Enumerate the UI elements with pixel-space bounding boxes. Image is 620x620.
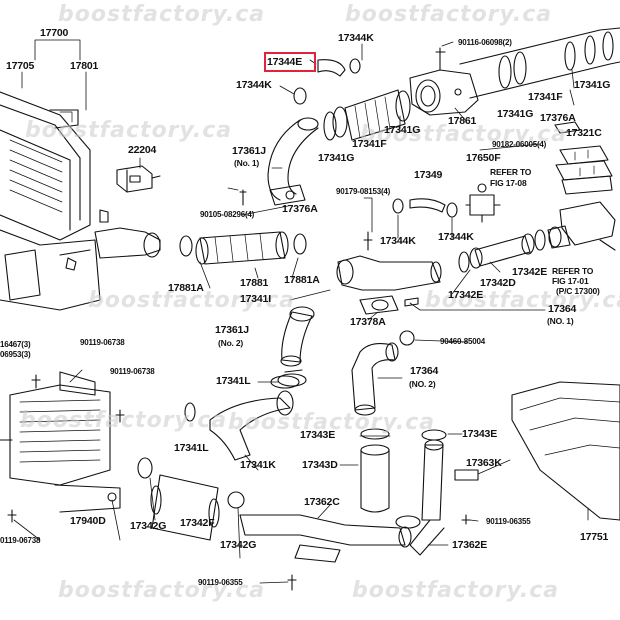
part-label-90119: 90119-06355 (198, 578, 243, 587)
part-label-17321C: 17321C (566, 127, 602, 139)
leader-lines (13, 39, 589, 584)
watermark: boostfactory.ca (25, 118, 233, 143)
throttle-pipe-drawing (336, 231, 442, 315)
part-label-17344K: 17344K (236, 79, 272, 91)
lower-intercooler-drawing (0, 371, 125, 523)
part-label-17341L: 17341L (174, 442, 209, 454)
part-label-17341G: 17341G (574, 79, 611, 91)
part-label-17881: 17881 (240, 277, 269, 289)
air-flow-meter-drawing (116, 165, 161, 193)
part-label-17343D: 17343D (302, 459, 338, 471)
part-label-note: (NO. 2) (409, 379, 436, 389)
part-label-17349: 17349 (414, 169, 443, 181)
part-label-17751: 17751 (580, 531, 609, 543)
tube-17342F-drawing (137, 457, 245, 541)
part-label-17342D: 17342D (480, 277, 516, 289)
reference-note: FIG 17-01 (552, 276, 589, 286)
part-label-17342F: 17342F (180, 517, 215, 529)
part-label-17940D: 17940D (70, 515, 106, 527)
part-label-17700: 17700 (40, 27, 69, 39)
part-label-16467: 16467(3) (0, 340, 31, 349)
watermark: boostfactory.ca (425, 288, 620, 313)
part-label-90119: 90119-06355 (486, 517, 531, 526)
reference-note: REFER TO (490, 167, 532, 177)
part-label-17364: 17364 (410, 365, 439, 377)
part-label-17361J: 17361J (215, 324, 249, 336)
reference-note: (P/C 17300) (556, 286, 600, 296)
part-label-note: (No. 2) (218, 338, 244, 348)
part-label-17343E: 17343E (462, 428, 498, 440)
upper-intake-pipe-drawing (239, 27, 620, 206)
engine-cover-17751-drawing (511, 381, 620, 521)
reference-note: FIG 17-08 (490, 178, 527, 188)
part-label-90116: 90116-06098(2) (458, 38, 512, 47)
part-label-17341G: 17341G (384, 124, 421, 136)
watermark: boostfactory.ca (352, 578, 560, 603)
part-label-16953: 06953(3) (0, 350, 31, 359)
part-label-17342E: 17342E (448, 289, 484, 301)
part-label-90119: 0119-06738 (0, 536, 41, 545)
turbo-outlet-parts-drawing (392, 145, 616, 273)
part-label-17861: 17861 (448, 115, 477, 127)
intercooler-assembly-drawing (0, 91, 161, 311)
part-label-17344E: 17344E (267, 56, 303, 68)
part-label-17344K: 17344K (380, 235, 416, 247)
part-label-17344K: 17344K (438, 231, 474, 243)
watermark: boostfactory.ca (58, 578, 266, 603)
part-label-17361J: 17361J (232, 145, 266, 157)
part-label-note: (No. 1) (234, 158, 260, 168)
watermark: boostfactory.ca (58, 2, 266, 27)
part-label-17341I: 17341I (240, 293, 271, 305)
intake-connector-hose-drawing (179, 231, 307, 265)
part-label-90105: 90105-08296(4) (200, 210, 255, 219)
cylinder-17343D-drawing (360, 428, 390, 513)
part-label-17341G: 17341G (497, 108, 534, 120)
part-label-17378A: 17378A (350, 316, 386, 328)
part-label-17344K: 17344K (338, 32, 374, 44)
part-label-17342G: 17342G (220, 539, 257, 551)
part-label-90119: 90119-06738 (80, 338, 125, 347)
part-label-17341G: 17341G (318, 152, 355, 164)
watermark: boostfactory.ca (20, 408, 228, 433)
part-label-17376A: 17376A (540, 112, 576, 124)
part-label-90460: 90460-85004 (440, 337, 485, 346)
part-label-17362C: 17362C (304, 496, 340, 508)
pipe-17362C-drawing (239, 514, 421, 591)
watermark: boostfactory.ca (345, 2, 553, 27)
part-label-90179: 90179-08153(4) (336, 187, 391, 196)
part-label-17341F: 17341F (352, 138, 387, 150)
pipe-17363K-drawing (409, 429, 479, 556)
reference-note: REFER TO (552, 266, 594, 276)
part-label-17801: 17801 (70, 60, 99, 72)
part-label-17342G: 17342G (130, 520, 167, 532)
part-label-17881A: 17881A (284, 274, 320, 286)
part-label-note: (NO. 1) (547, 316, 574, 326)
part-label-22204: 22204 (128, 144, 157, 156)
part-label-17341F: 17341F (528, 91, 563, 103)
part-label-17343E: 17343E (300, 429, 336, 441)
pipe-17364-no2-drawing (351, 330, 415, 416)
watermark: boostfactory.ca (88, 288, 296, 313)
watermark: boostfactory.ca (228, 410, 436, 435)
part-label-17342E: 17342E (512, 266, 548, 278)
part-label-17364: 17364 (548, 303, 577, 315)
part-label-17362E: 17362E (452, 539, 488, 551)
lower-pipe-no2-drawing (277, 306, 315, 387)
part-label-17363K: 17363K (466, 457, 502, 469)
part-label-17650F: 17650F (466, 152, 501, 164)
part-label-90119: 90119-06738 (110, 367, 155, 376)
part-label-17341L: 17341L (216, 375, 251, 387)
part-label-17881A: 17881A (168, 282, 204, 294)
part-label-17341K: 17341K (240, 459, 276, 471)
part-label-90182: 90182-06005(4) (492, 140, 547, 149)
part-label-17705: 17705 (6, 60, 35, 72)
watermark: boostfactory.ca (360, 122, 568, 147)
highlighted-part-box (264, 52, 316, 72)
part-label-17376A: 17376A (282, 203, 318, 215)
